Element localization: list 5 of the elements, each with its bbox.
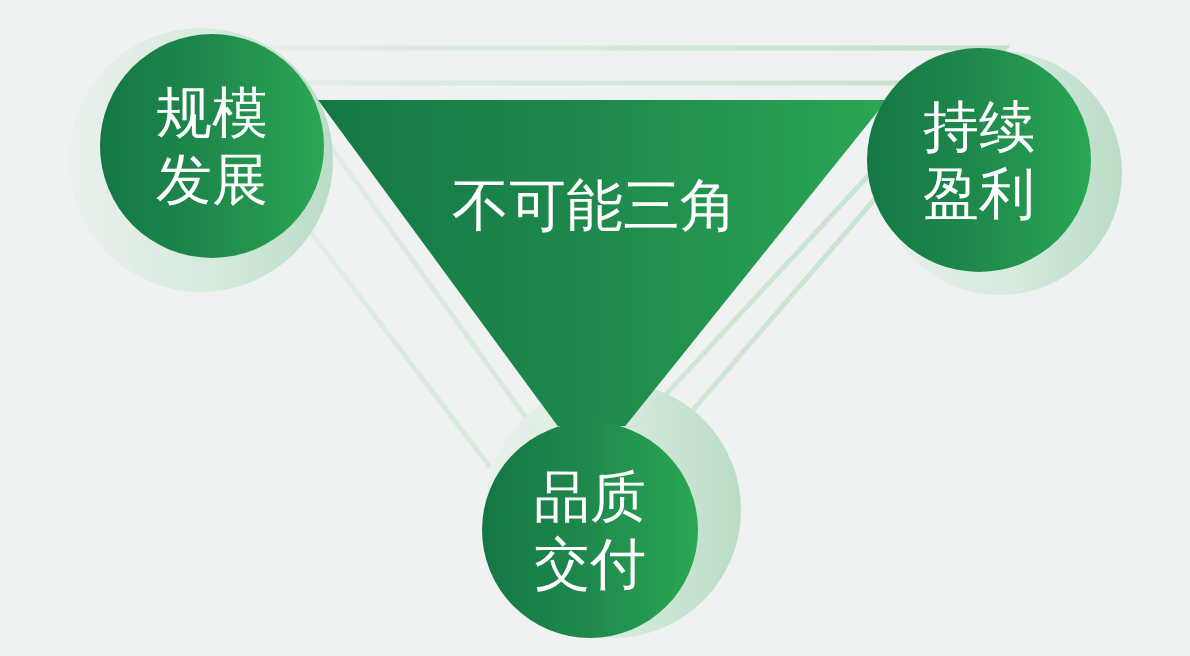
corner-label: 品质交付 [533,462,647,598]
inverted-triangle [318,100,884,426]
corner-label: 规模发展 [155,78,269,214]
center-title: 不可能三角 [451,174,737,237]
corner-label: 持续盈利 [922,92,1036,228]
